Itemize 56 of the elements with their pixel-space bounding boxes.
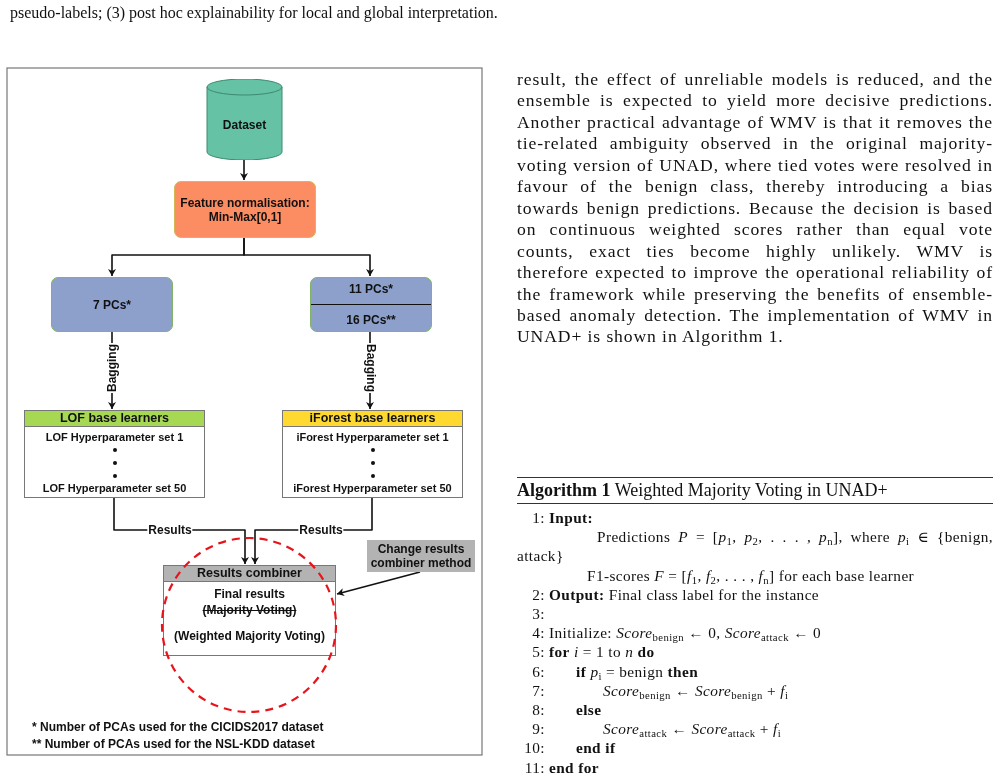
result-text: (Majority Voting): [202, 602, 297, 618]
node-label: Dataset: [222, 117, 267, 132]
footnote: * Number of PCAs used for the CICIDS2017 dataset: [32, 719, 325, 735]
split-box: [310, 277, 432, 332]
list-item: LOF Hyperparameter set 50: [42, 482, 187, 494]
header-bar: LOF base learners: [25, 411, 204, 427]
line-number: 2:: [531, 584, 545, 604]
result-text: (Weighted Majority Voting): [174, 628, 325, 644]
list-item: iForest Hyperparameter set 50: [293, 482, 452, 494]
algorithm-line: else: [576, 700, 603, 720]
process-box: [174, 181, 316, 238]
paragraph: result, the effect of unreliable models is reduced, and the ensemble is expected to yield more decisive predictions. Another practical advantage of WMV is that it removes the tie-related ambiguity observed in the original majority-voting version of UNAD, where tied votes were resolved in favour of the benign class, thereby introducing a bias towards benign predictions. Because the decision is based on continuous weighted scores rather than equal vote counts, exact ties become highly unlikely. WMV is therefore expected to improve the operational reliability of the framework while preserving the benefits of ensemble-based anomaly detection. The implementation of WMV in UNAD+ is shown in Algorithm 1.: [517, 69, 993, 348]
algorithm-line: Output: Final class label for the instance: [549, 584, 820, 604]
arrow: [336, 571, 421, 597]
line-number: 10:: [523, 738, 545, 758]
line-number: 6:: [531, 661, 545, 681]
process-box: [51, 277, 173, 332]
algorithm-title: Algorithm 1 Weighted Majority Voting in UNAD+: [517, 477, 993, 504]
list-item: LOF Hyperparameter set 1: [45, 431, 184, 443]
line-number: 8:: [531, 700, 545, 720]
text-line: pseudo-labels; (3) post hoc explainability for local and global interpretation.: [10, 3, 499, 23]
node-label: 7 PCs*: [93, 297, 131, 312]
algorithm-line: F1-scores F = [f$_{1}$, f$_{2}$, . . . , f$_{n}$] for each base learner: [587, 565, 916, 585]
footnote: ** Number of PCAs used for the NSL-KDD dataset: [32, 736, 316, 752]
learner-box: [282, 410, 463, 498]
algorithm-line: end for: [549, 757, 600, 777]
algorithm-line: Score$_{benign}$ ← Score$_{benign}$ + f$_{i}$: [603, 680, 790, 700]
node-label: 16 PCs**: [346, 313, 396, 327]
list-item: iForest Hyperparameter set 1: [296, 431, 449, 443]
header-bar: iForest base learners: [283, 411, 462, 427]
line-number: 5:: [531, 642, 545, 662]
node-label: Change results combiner method: [369, 542, 473, 570]
arrow: [240, 159, 248, 181]
result-text: Final results: [214, 586, 285, 602]
edge-label: Results: [298, 523, 344, 537]
line-number: 9:: [531, 719, 545, 739]
line-number: 7:: [531, 680, 545, 700]
algorithm-line: for i = 1 to n do: [549, 643, 656, 662]
line-number: 11:: [523, 757, 545, 777]
edge-label: Bagging: [363, 343, 377, 393]
edge-label: Bagging: [105, 343, 119, 393]
combiner-box: [163, 565, 336, 656]
algorithm-line: Score$_{attack}$ ← Score$_{attack}$ + f$_{i}$: [603, 719, 783, 739]
algorithm-line: if p$_{i}$ = benign then: [576, 661, 700, 681]
node-label: Feature normalisation: Min-Max[0,1]: [179, 195, 311, 224]
algorithm-line: Input:: [549, 508, 595, 528]
line-number: 1:: [531, 508, 545, 528]
algorithm-line: Initialize: Score$_{benign}$ ← 0, Score$_{attack}$ ← 0: [549, 623, 823, 643]
edge-label: Results: [147, 523, 193, 537]
header-bar: Results combiner: [164, 566, 335, 582]
algorithm-line: end if: [576, 738, 617, 758]
learner-box: [24, 410, 205, 498]
line-number: 3:: [531, 604, 545, 624]
arrow: [243, 237, 374, 277]
line-number: 4:: [531, 623, 545, 643]
node-label: 11 PCs*: [348, 282, 393, 296]
